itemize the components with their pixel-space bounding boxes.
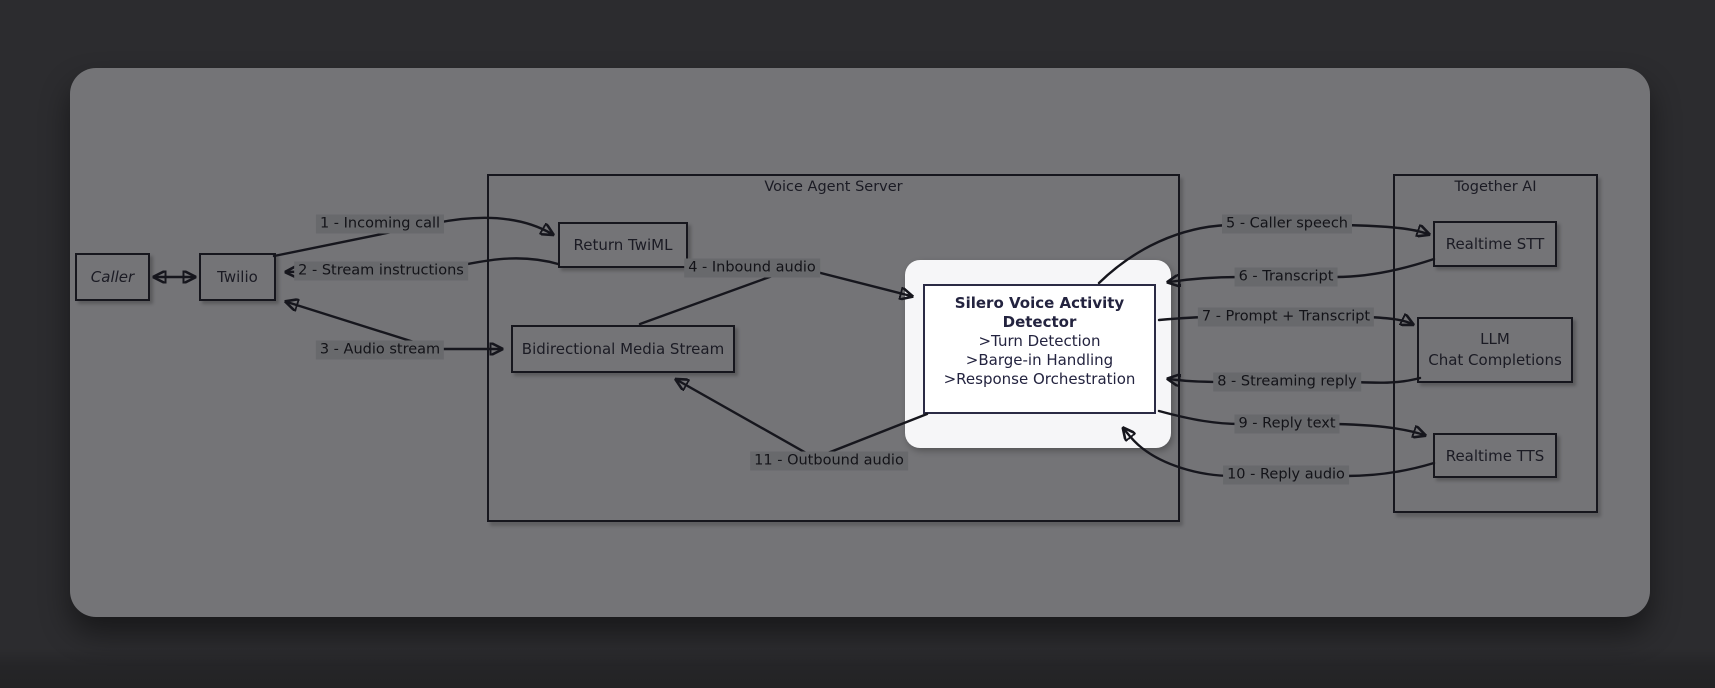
caller-node: Caller (75, 253, 150, 301)
edge-label-incoming-call: 1 - Incoming call (315, 214, 445, 234)
silero-feature-response-orchestration: >Response Orchestration (943, 370, 1136, 388)
silero-vad-node: Silero Voice Activity Detector >Turn Det… (923, 284, 1156, 414)
edge-label-caller-speech: 5 - Caller speech (1222, 214, 1352, 234)
realtime-tts-node: Realtime TTS (1433, 433, 1557, 478)
edge-label-transcript: 6 - Transcript (1234, 267, 1338, 287)
edge-label-reply-audio: 10 - Reply audio (1223, 465, 1349, 485)
edge-label-audio-stream: 3 - Audio stream (315, 340, 445, 360)
silero-title-line2: Detector (1002, 313, 1077, 331)
llm-line2: Chat Completions (1428, 351, 1562, 369)
edge-label-reply-text: 9 - Reply text (1234, 414, 1340, 434)
edge-label-streaming-reply: 8 - Streaming reply (1213, 372, 1361, 392)
silero-feature-turn-detection: >Turn Detection (978, 332, 1101, 350)
together-ai-title: Together AI (1454, 179, 1537, 195)
bottom-shade (0, 648, 1715, 688)
twilio-node: Twilio (199, 253, 276, 301)
realtime-stt-node: Realtime STT (1433, 221, 1557, 267)
voice-agent-server-title: Voice Agent Server (764, 179, 903, 195)
llm-line1: LLM (1480, 330, 1510, 348)
edge-label-prompt-transcript: 7 - Prompt + Transcript (1197, 307, 1375, 327)
edge-label-outbound-audio: 11 - Outbound audio (750, 451, 908, 471)
together-ai-container: Together AI (1393, 174, 1598, 513)
edge-label-stream-instructions: 2 - Stream instructions (294, 261, 468, 281)
silero-title-line1: Silero Voice Activity (954, 294, 1125, 312)
llm-chat-completions-node: LLM Chat Completions (1417, 317, 1573, 383)
silero-feature-barge-in: >Barge-in Handling (965, 351, 1114, 369)
bidirectional-media-stream-node: Bidirectional Media Stream (511, 325, 735, 373)
edge-label-inbound-audio: 4 - Inbound audio (684, 258, 820, 278)
return-twiml-node: Return TwiML (558, 222, 688, 268)
